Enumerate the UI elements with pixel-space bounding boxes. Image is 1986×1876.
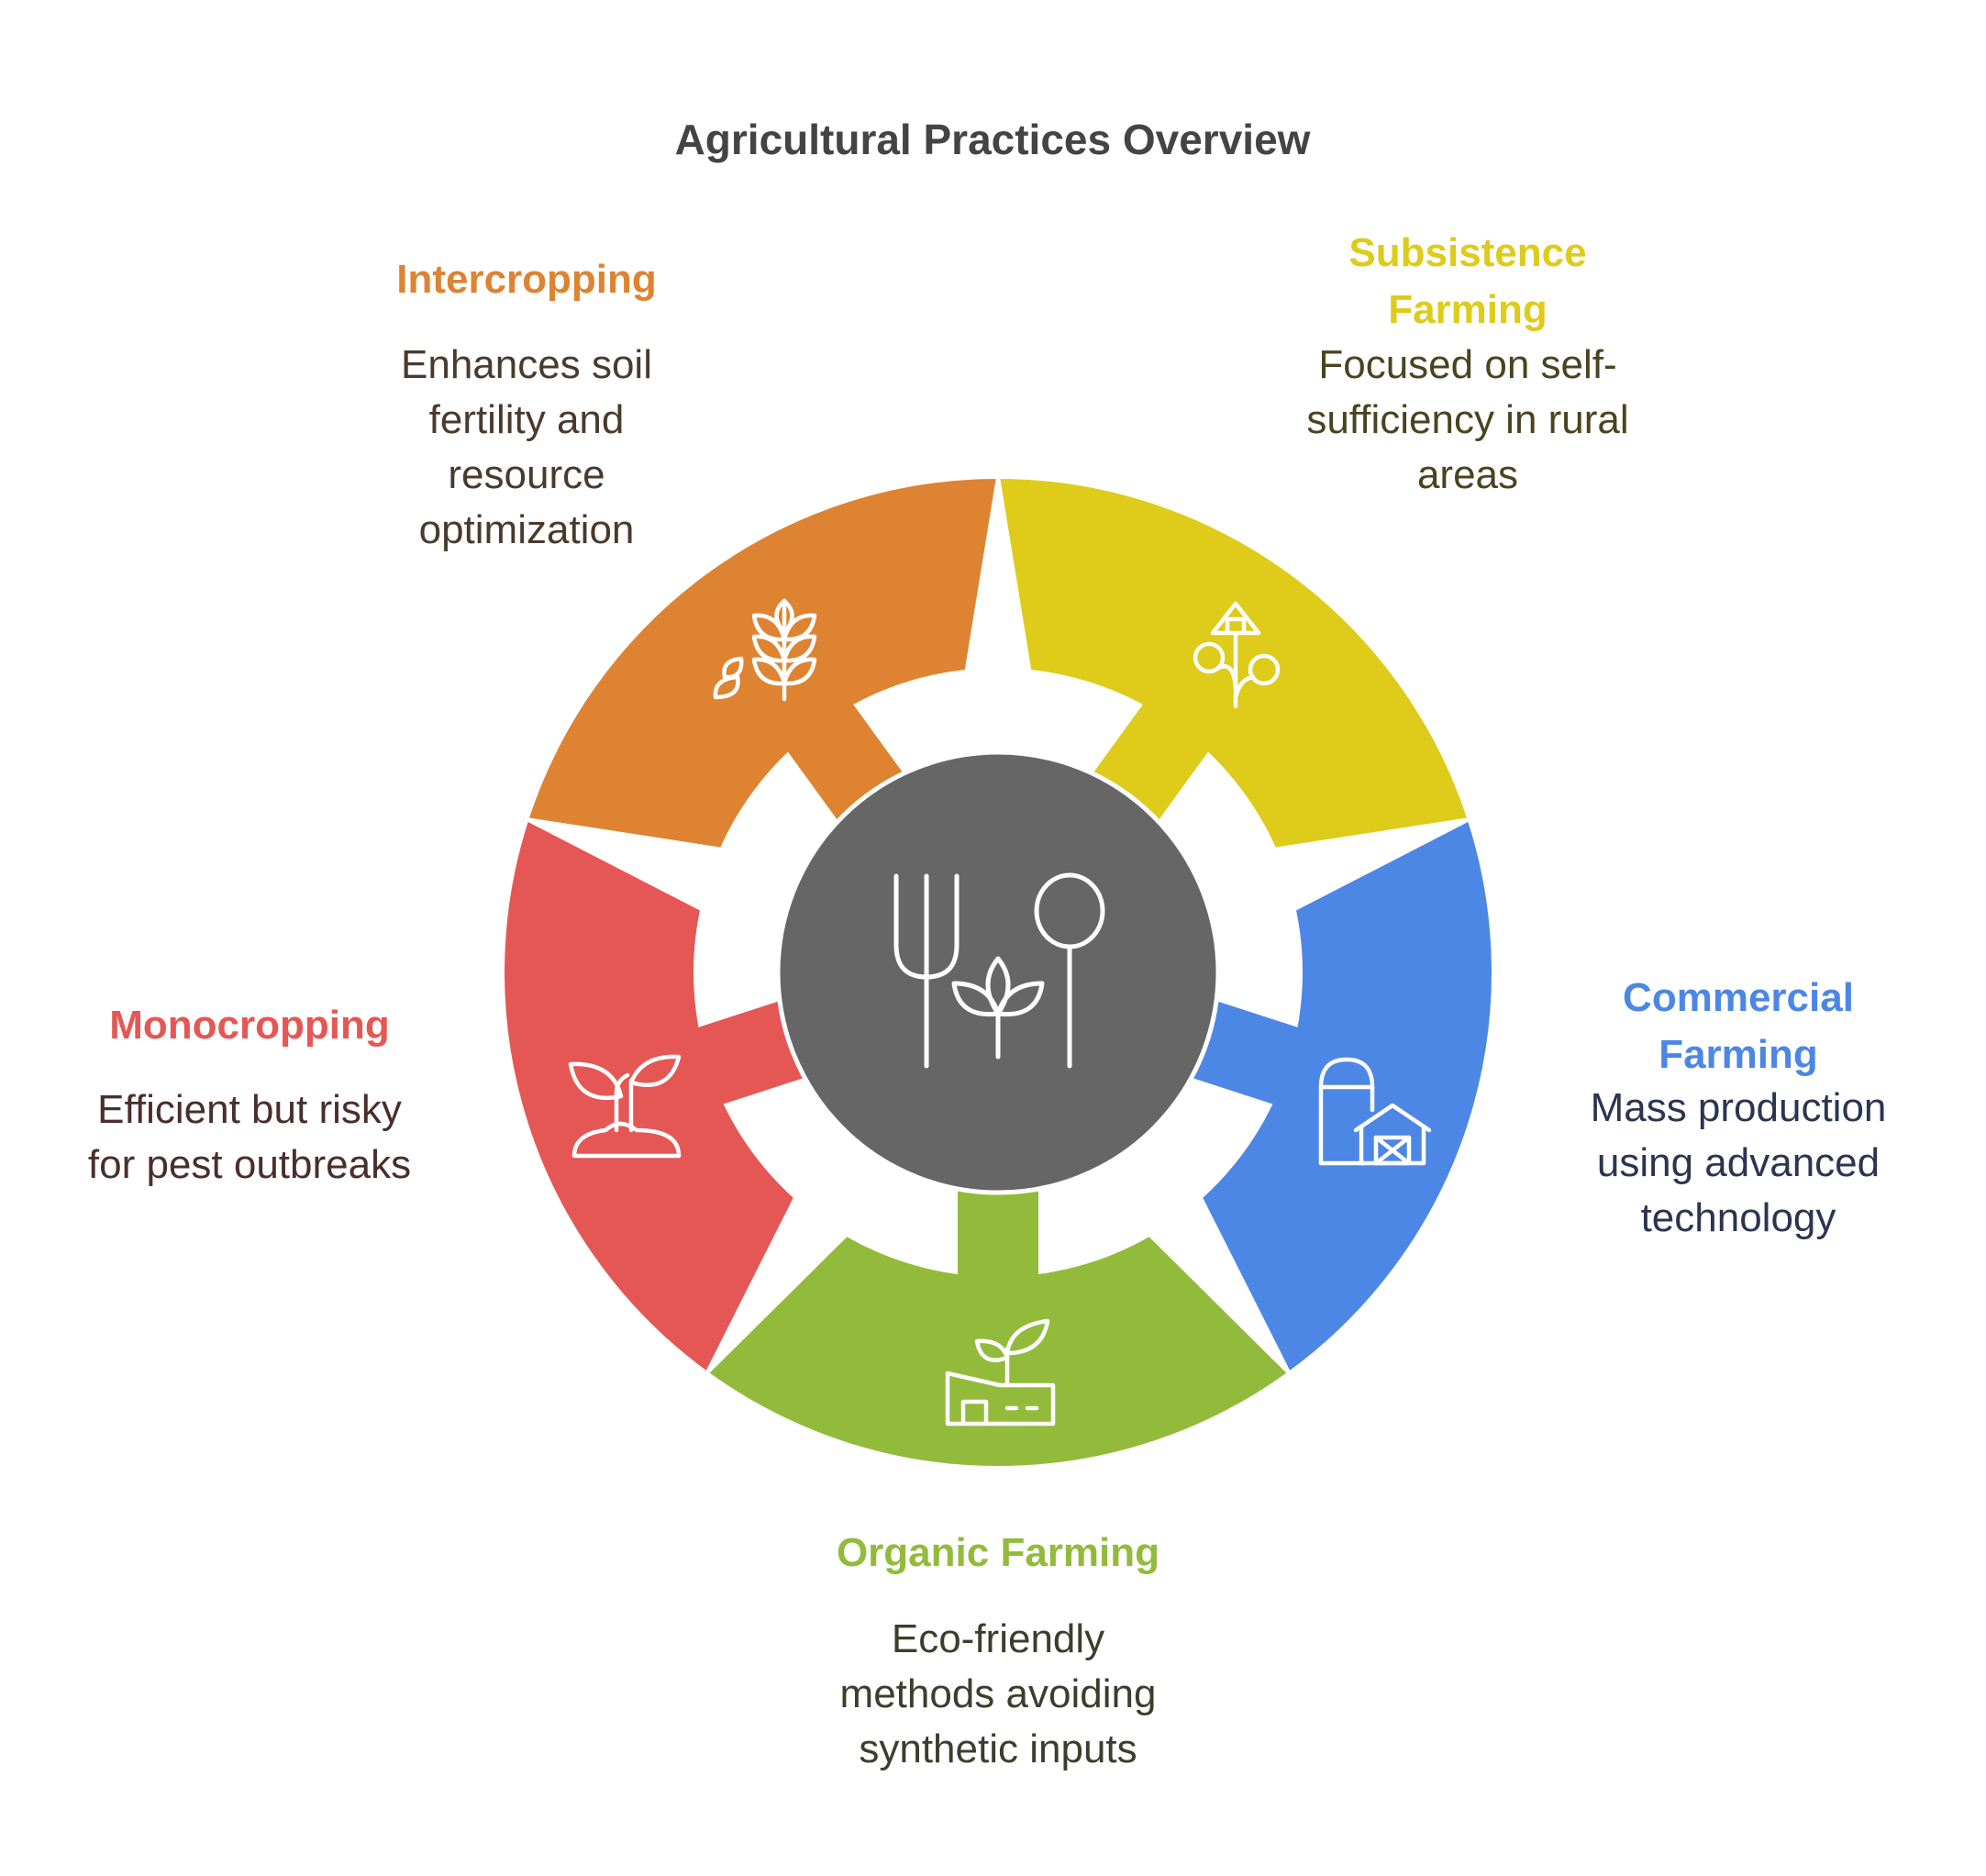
wheat-leaves-icon (713, 598, 817, 702)
intercropping-heading-line: Intercropping (396, 257, 657, 302)
subsistence-description: Focused on self- sufficiency in rural ar… (1193, 338, 1743, 503)
fork-spoon-sprout-icon (893, 872, 1105, 1069)
connector-organic (958, 1183, 1038, 1282)
monocropping-heading: Monocropping (20, 997, 479, 1054)
sprout-farmhouse-icon (945, 1318, 1056, 1426)
monocropping-heading-line: Monocropping (109, 1003, 390, 1048)
intercropping-description-line: resource (448, 452, 605, 497)
organic-description: Eco-friendly methods avoiding synthetic … (723, 1612, 1273, 1777)
commercial-description-line: using advanced (1596, 1140, 1881, 1185)
commercial-heading-line: Commercial (1623, 975, 1854, 1020)
commercial-description-line: Mass production (1590, 1085, 1887, 1130)
intercropping-description: Enhances soil fertility and resource opt… (297, 338, 756, 558)
connector-commercial (1186, 999, 1306, 1107)
house-on-plant-icon (1193, 601, 1281, 709)
intercropping-description-line: fertility and (428, 397, 625, 442)
seedling-soil-icon (568, 1054, 682, 1159)
subsistence-description-line: sufficiency in rural (1306, 397, 1629, 442)
ring-segment-commercial (1198, 816, 1495, 1376)
monocropping-description-line: Efficient but risky (97, 1087, 402, 1132)
organic-description-line: methods avoiding (839, 1671, 1157, 1716)
center-hub (775, 749, 1221, 1195)
silo-barn-icon (1318, 1057, 1432, 1166)
subsistence-heading-line: Farming (1388, 287, 1548, 332)
commercial-heading: Commercial Farming (1463, 970, 1986, 1083)
intercropping-heading: Intercropping (297, 251, 756, 308)
commercial-description: Mass production using advanced technolog… (1463, 1081, 1986, 1246)
monocropping-description-line: for pest outbreaks (87, 1142, 412, 1187)
connector-monocropping (690, 999, 810, 1107)
intercropping-description-line: Enhances soil (401, 342, 652, 387)
intercropping-description-line: optimization (418, 507, 635, 552)
organic-heading: Organic Farming (723, 1525, 1273, 1582)
commercial-description-line: technology (1640, 1195, 1836, 1240)
organic-description-line: Eco-friendly (891, 1616, 1105, 1661)
subsistence-heading-line: Subsistence (1348, 230, 1587, 275)
subsistence-description-line: Focused on self- (1318, 342, 1617, 387)
commercial-heading-line: Farming (1659, 1032, 1818, 1077)
monocropping-description: Efficient but risky for pest outbreaks (20, 1082, 479, 1193)
organic-description-line: synthetic inputs (859, 1726, 1137, 1771)
organic-heading-line: Organic Farming (836, 1530, 1160, 1575)
subsistence-description-line: areas (1416, 452, 1519, 497)
subsistence-heading: Subsistence Farming (1193, 225, 1743, 339)
diagram-title: Agricultural Practices Overview (674, 116, 1311, 163)
ring-segment-monocropping (501, 816, 798, 1376)
